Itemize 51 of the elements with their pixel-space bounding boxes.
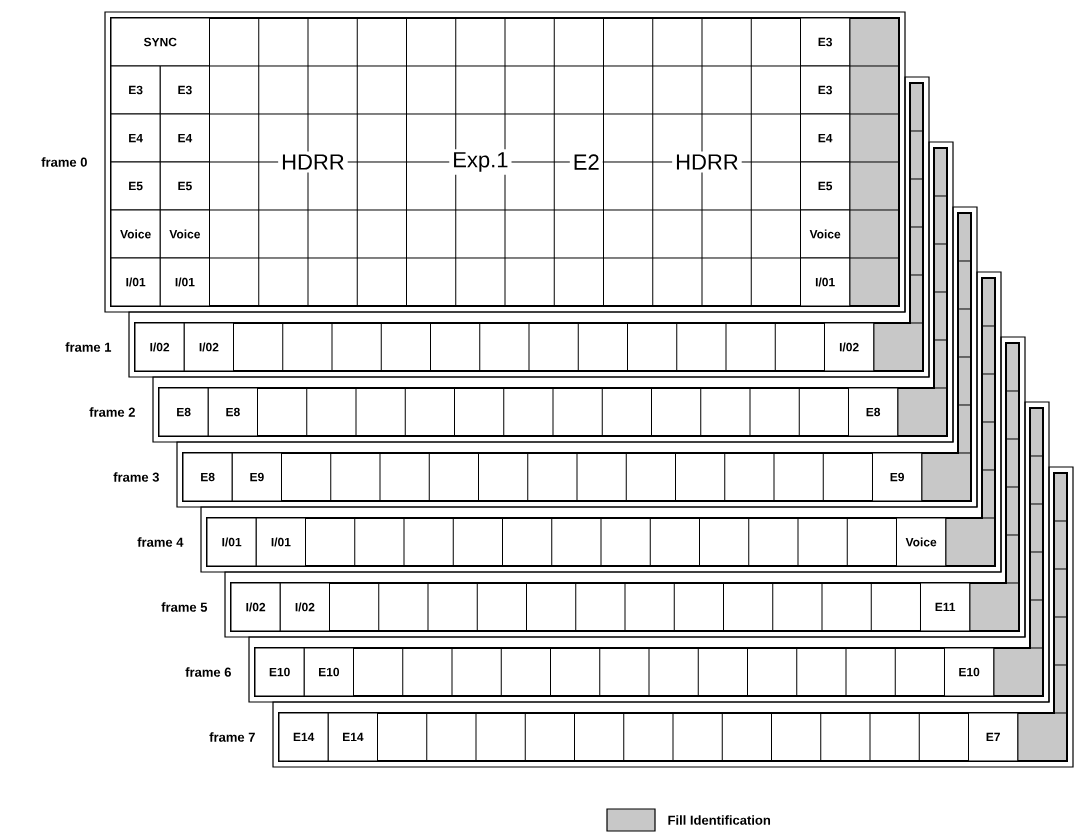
region-label: HDRR: [278, 151, 348, 173]
frame-label: frame 6: [185, 667, 231, 677]
frame-cell: I/01: [110, 257, 161, 307]
frame-cell: E10: [254, 647, 305, 697]
frame-cell: E7: [968, 712, 1019, 762]
frame-label: frame 1: [65, 342, 112, 352]
frame-cell: I/02: [134, 322, 185, 372]
frame-cell: E8: [182, 452, 233, 502]
frame-cell: E3: [800, 17, 851, 67]
frame-cell: E4: [110, 113, 161, 163]
frame-label: frame 5: [161, 602, 208, 612]
frame-cell: E14: [327, 712, 378, 762]
frame-cell: E8: [158, 387, 209, 437]
frame-cell: E11: [920, 582, 971, 632]
frame-cell: I/01: [206, 517, 257, 567]
frame-cell: E3: [110, 65, 161, 115]
frame-cell: E9: [231, 452, 282, 502]
frame-cell: I/01: [255, 517, 306, 567]
frame-cell: SYNC: [110, 17, 210, 67]
frame-cell: I/01: [800, 257, 851, 307]
frame-cell: E3: [159, 65, 210, 115]
frame-label: frame 2: [89, 407, 135, 417]
frame-cell: Voice: [800, 209, 851, 259]
frame-cell: E4: [800, 113, 851, 163]
region-label: Exp.1: [449, 149, 512, 175]
frame-cell: I/02: [824, 322, 875, 372]
frame-cell: I/02: [279, 582, 330, 632]
legend-label: Fill Identification: [668, 815, 770, 825]
region-label: E2: [569, 151, 603, 173]
frame-cell: E14: [278, 712, 329, 762]
frame-cell: Voice: [159, 209, 210, 259]
region-label: HDRR: [672, 151, 742, 173]
frame-cell: E5: [800, 161, 851, 211]
frame-cell: I/01: [159, 257, 210, 307]
frame-label: frame 0: [41, 157, 87, 167]
frame-label: frame 7: [209, 732, 255, 742]
frame-cell: E8: [848, 387, 899, 437]
frame-cell: E9: [872, 452, 923, 502]
frame-cell: Voice: [110, 209, 161, 259]
frame-cell: E8: [207, 387, 258, 437]
frame-cell: I/02: [183, 322, 234, 372]
frame-cell: E3: [800, 65, 851, 115]
frame-cell: E4: [159, 113, 210, 163]
frame-cell: E10: [944, 647, 995, 697]
frame-cell: Voice: [896, 517, 947, 567]
frame-cell: E5: [159, 161, 210, 211]
frame-cell: E10: [303, 647, 354, 697]
frame-cell: I/02: [230, 582, 281, 632]
frame-label: frame 3: [113, 472, 159, 482]
frame-label: frame 4: [137, 537, 184, 547]
frame-cell: E5: [110, 161, 161, 211]
